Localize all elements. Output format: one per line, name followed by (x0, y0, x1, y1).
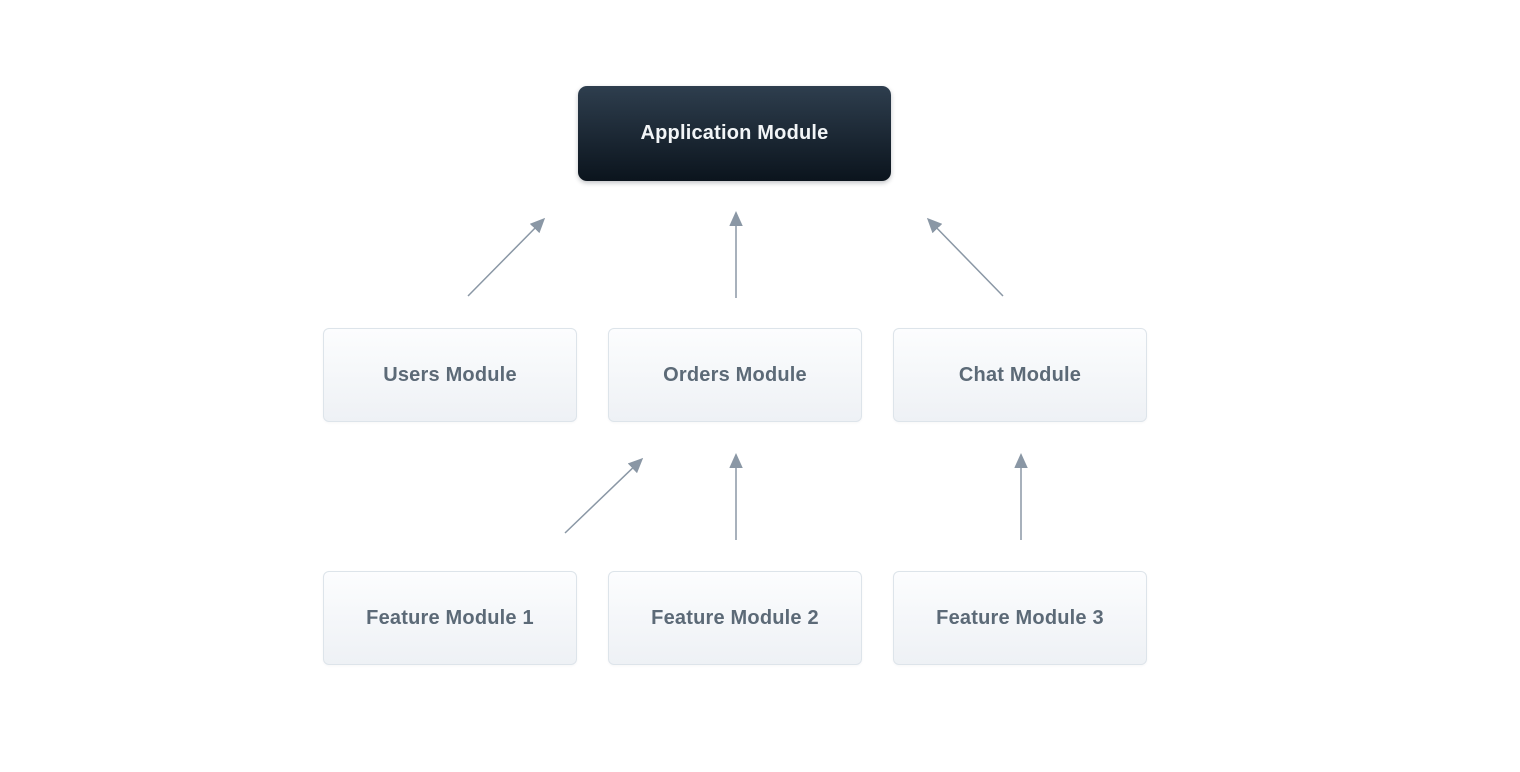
node-feature-module-3-label: Feature Module 3 (936, 606, 1104, 629)
node-feature-module-1-label: Feature Module 1 (366, 606, 534, 629)
arrow-users-to-application (467, 217, 546, 297)
node-chat-module-label: Chat Module (958, 363, 1082, 386)
node-feature-module-2: Feature Module 2 (608, 571, 862, 665)
node-chat-module: Chat Module (893, 328, 1147, 422)
node-application-module-label: Application Module (640, 122, 829, 144)
node-orders-module: Orders Module (608, 328, 862, 422)
node-feature-module-3: Feature Module 3 (893, 571, 1147, 665)
node-users-module: Users Module (323, 328, 577, 422)
arrow-feature1-to-orders (564, 457, 644, 534)
node-application-module: Application Module (578, 86, 891, 181)
node-orders-module-label: Orders Module (663, 363, 807, 386)
node-users-module-label: Users Module (383, 363, 517, 386)
arrow-chat-to-application (926, 217, 1004, 297)
node-feature-module-2-label: Feature Module 2 (651, 606, 819, 629)
node-feature-module-1: Feature Module 1 (323, 571, 577, 665)
